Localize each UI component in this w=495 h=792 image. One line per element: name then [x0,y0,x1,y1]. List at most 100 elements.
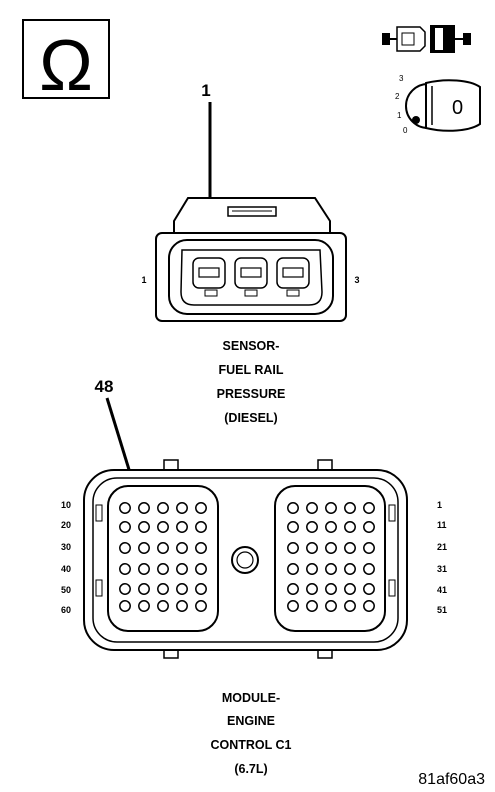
module-caption-line-4: (6.7L) [234,762,267,776]
ignition-key-label: 0 [452,97,463,119]
disconnected-connector-icon [382,25,471,53]
module-right-label-1: 1 [437,500,442,510]
ignition-position-1: 1 [397,111,402,120]
module-callout-number: 48 [95,377,114,396]
module-left-label-40: 40 [61,564,71,574]
module-left-pin [138,542,150,554]
ignition-position-3: 3 [399,74,404,83]
module-left-pin [176,600,188,612]
ohmmeter-icon: Ω [22,19,110,106]
module-caption: MODULE- ENGINE CONTROL C1 (6.7L) [210,691,291,776]
sensor-pin-1 [198,267,220,278]
module-right-pin [363,600,375,612]
sensor-pin-label-right: 3 [354,275,359,285]
module-right-label-41: 41 [437,585,447,595]
module-connector [83,459,408,659]
module-left-label-30: 30 [61,542,71,552]
module-left-pin [176,542,188,554]
module-left-pin [176,502,188,514]
module-left-pin [119,502,131,514]
module-right-pin [306,583,318,595]
sensor-caption-line-2: FUEL RAIL [218,363,283,377]
module-left-cavity [107,485,219,632]
module-right-pin [363,583,375,595]
module-right-pin [344,542,356,554]
module-caption-line-3: CONTROL C1 [210,738,291,752]
module-right-pin [344,521,356,533]
module-right-label-31: 31 [437,564,447,574]
module-left-pin [138,521,150,533]
module-right-pin [287,521,299,533]
module-left-pin [195,521,207,533]
module-left-pin [119,542,131,554]
module-right-pin [325,502,337,514]
module-left-pin [119,600,131,612]
module-left-pin [138,583,150,595]
module-left-pin [195,563,207,575]
module-left-pin [138,563,150,575]
figure-id: 81af60a3 [418,771,485,788]
module-left-label-60: 60 [61,605,71,615]
sensor-pin-2 [240,267,262,278]
module-right-pin [344,563,356,575]
sensor-caption-line-1: SENSOR- [223,339,280,353]
module-right-label-11: 11 [437,520,447,530]
module-left-pin [195,502,207,514]
module-right-pin [363,542,375,554]
sensor-caption-line-3: PRESSURE [217,387,286,401]
module-right-pin [363,521,375,533]
module-left-pin [157,502,169,514]
ohm-symbol: Ω [39,26,93,106]
sensor-pin-3 [282,267,304,278]
module-left-pin [119,521,131,533]
module-right-label-21: 21 [437,542,447,552]
module-right-pin [306,542,318,554]
module-right-pin [306,563,318,575]
module-left-pin [195,583,207,595]
module-right-pin [287,563,299,575]
module-right-pin [325,521,337,533]
module-right-pin [325,563,337,575]
module-right-cavity [274,485,386,632]
module-left-pin [157,600,169,612]
module-right-pin [344,583,356,595]
module-left-label-10: 10 [61,500,71,510]
sensor-callout-number: 1 [201,81,210,100]
module-left-pin [176,521,188,533]
module-left-pin [138,600,150,612]
module-left-pin [157,521,169,533]
module-left-pin [119,583,131,595]
module-right-pin [287,600,299,612]
module-left-pin [119,563,131,575]
module-right-pin [306,521,318,533]
module-left-pin [176,583,188,595]
module-caption-line-2: ENGINE [227,714,275,728]
ignition-position-0: 0 [403,126,408,135]
module-left-pin [157,583,169,595]
module-left-pin [195,600,207,612]
module-caption-line-1: MODULE- [222,691,280,705]
module-right-pin [287,542,299,554]
sensor-connector [155,197,347,322]
sensor-caption: SENSOR- FUEL RAIL PRESSURE (DIESEL) [217,339,286,425]
module-right-pin [363,502,375,514]
module-left-pin [157,542,169,554]
module-right-pin [344,600,356,612]
module-right-pin [287,502,299,514]
module-right-pin [287,583,299,595]
module-left-label-20: 20 [61,520,71,530]
module-left-pin-grid [119,502,207,612]
sensor-pin-label-left: 1 [141,275,146,285]
ignition-position-2: 2 [395,92,400,101]
module-right-pin [325,542,337,554]
module-right-pin-grid [287,502,375,612]
module-left-label-50: 50 [61,585,71,595]
module-left-pin [195,542,207,554]
ignition-key-icon: 3 2 1 0 0 [395,74,481,135]
module-right-pin [363,563,375,575]
module-right-pin [306,502,318,514]
module-right-pin [325,600,337,612]
module-left-pin [176,563,188,575]
module-right-pin [306,600,318,612]
